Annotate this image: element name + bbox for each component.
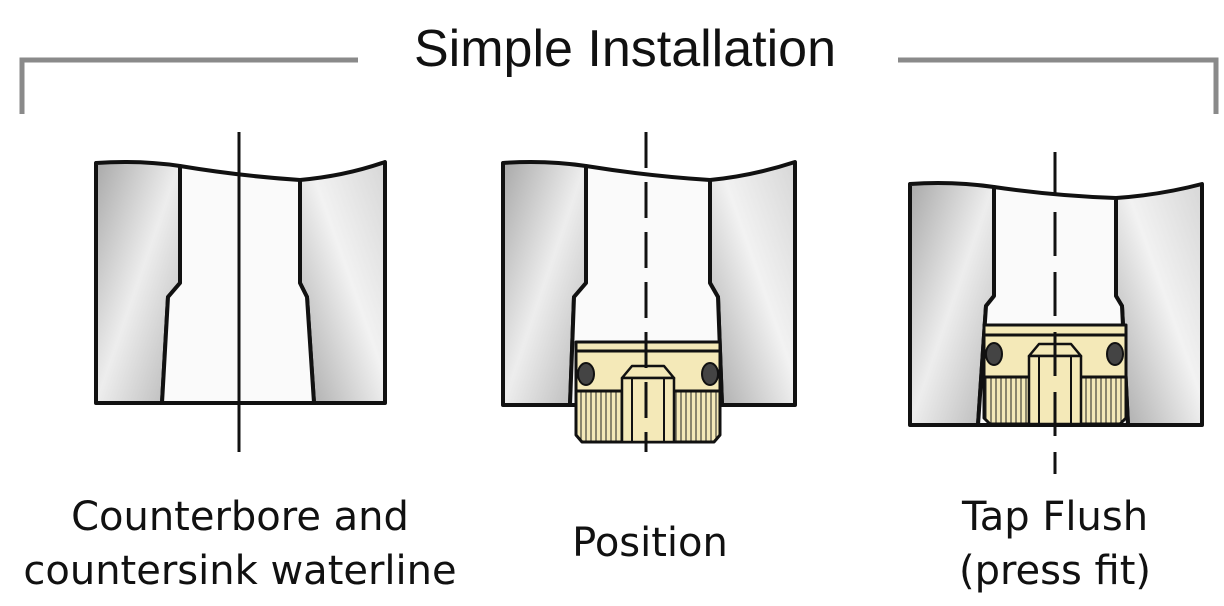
caption-line: Tap Flush: [961, 494, 1149, 540]
oring-left: [985, 342, 1003, 366]
step-position-illustration: [501, 132, 797, 452]
title-bracket: [19, 57, 1219, 114]
insert-body: [574, 340, 722, 444]
oring-right: [701, 362, 719, 386]
oring-right: [1106, 342, 1124, 366]
caption-line: countersink waterline: [23, 548, 457, 594]
caption-line: (press fit): [958, 548, 1152, 594]
step-counterbore-caption: Counterbore and countersink waterline: [10, 490, 470, 598]
step-tap-flush-caption: Tap Flush (press fit): [930, 490, 1180, 598]
oring-left: [577, 362, 595, 386]
step-counterbore-illustration: [94, 132, 387, 452]
diagram-title: Simple Installation: [414, 20, 836, 78]
workpiece-right-wall: [708, 160, 797, 407]
step-tap-flush-illustration: [908, 152, 1204, 474]
caption-line: Counterbore and: [71, 494, 409, 540]
caption-line: Position: [572, 520, 728, 566]
workpiece-right-wall: [1114, 182, 1204, 427]
step-position-caption: Position: [540, 516, 760, 570]
insert-cap: [620, 364, 676, 380]
